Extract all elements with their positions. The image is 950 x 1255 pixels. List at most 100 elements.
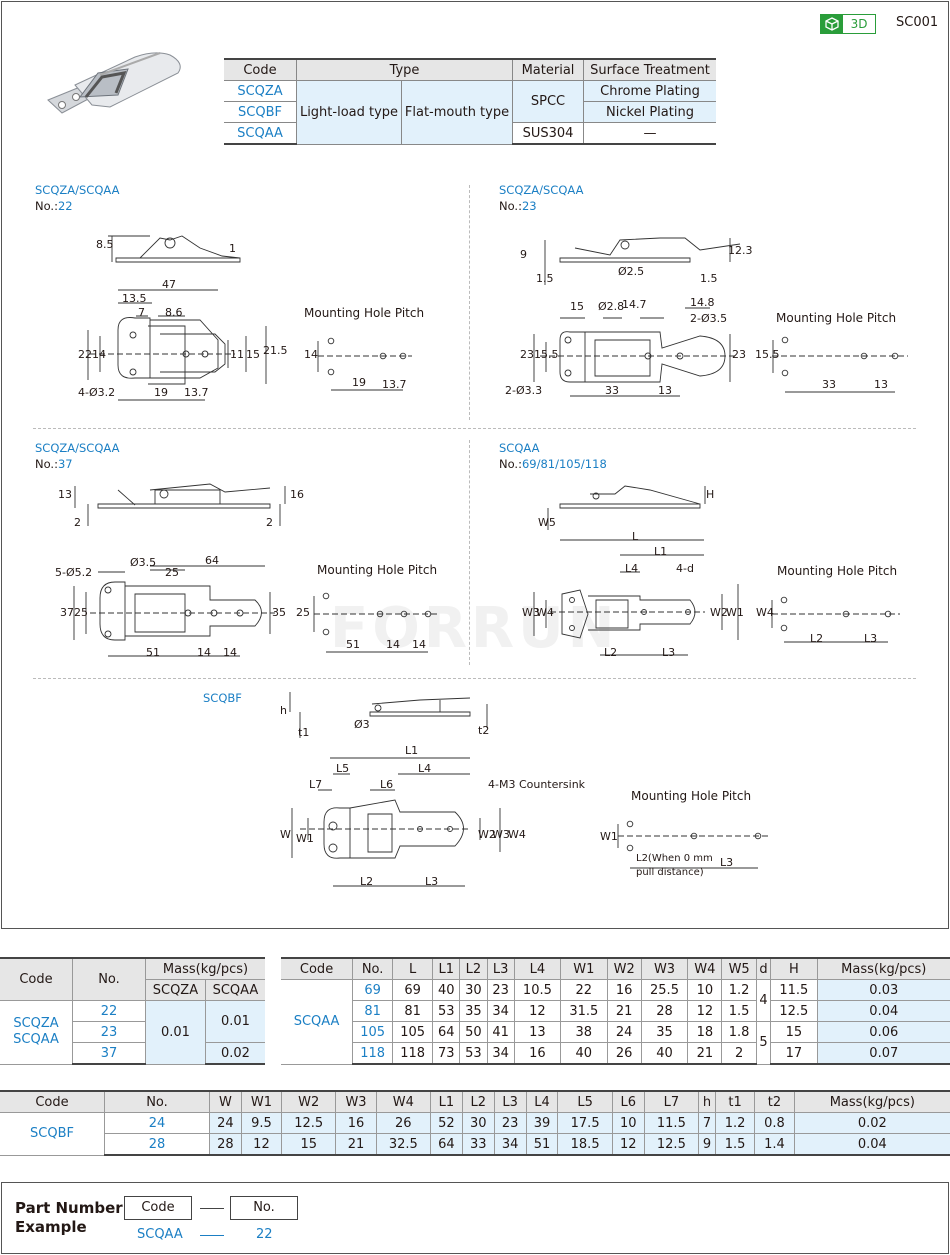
dim-d37-5: Ø3.5 [130,556,157,569]
code-scqaa[interactable]: SCQAA [224,122,297,145]
b-cell: 0.06 [816,1021,950,1043]
c-no-28[interactable]: 28 [104,1133,210,1156]
code-scqza[interactable]: SCQZA [224,80,297,102]
dim-d22-8: 11 [230,348,244,361]
c-cell: 23 [493,1112,527,1134]
b-cell: 34 [486,1042,515,1065]
section-37-label: SCQZA/SCQAA No.:37 [35,440,119,472]
dim-dbf-8: L6 [380,778,394,791]
c-col-16: t2 [754,1090,795,1113]
c-no-24[interactable]: 24 [104,1112,210,1134]
c-col-8: L2 [461,1090,495,1113]
b-col-3: L1 [432,957,461,980]
surface-nickel: Nickel Plating [583,101,716,123]
3d-badge[interactable]: 3D [820,14,876,34]
b-cell: 28 [640,1000,689,1022]
b-cell: 40 [560,1042,608,1065]
dim-d37-1: 2 [74,516,81,529]
c-cell: 39 [525,1112,559,1134]
c-cell: 30 [461,1112,495,1134]
dim-d23-18: 13 [874,378,888,391]
a-col-no: No. [72,957,146,1001]
b-cell: 21 [687,1042,723,1065]
a-col-mass: Mass(kg/pcs) [145,957,265,980]
dim-d22-15: 19 [352,376,366,389]
drawing-69-side [547,485,706,530]
section-69-code: SCQAA [499,441,540,455]
b-no-118[interactable]: 118 [352,1042,394,1065]
dim-dbf-1: t1 [298,726,310,739]
b-cell: 13 [513,1021,562,1043]
dim-d37-10: 35 [272,606,286,619]
dim-dbf-4: L1 [405,744,419,757]
b-cell: 0.03 [816,979,950,1001]
code-scqbf[interactable]: SCQBF [224,101,297,123]
b-no-69[interactable]: 69 [352,979,394,1001]
b-no-105[interactable]: 105 [352,1021,394,1043]
drawing-bf-top [291,757,501,887]
dim-d22-7: 14 [92,348,106,361]
dim-dbf-17: W1 [600,830,618,843]
c-cell: 21 [335,1133,377,1156]
a-mass-zaa-2: 0.02 [204,1042,265,1065]
b-no-81[interactable]: 81 [352,1000,394,1022]
dim-dbf-0: h [280,704,287,717]
drawing-frame [1,1,949,929]
b-col-6: L4 [513,957,562,980]
b-code[interactable]: SCQAA [281,979,354,1065]
dim-d69-10: L2 [604,646,618,659]
a-no-37[interactable]: 37 [72,1042,146,1065]
section-22-no: 22 [57,199,73,213]
c-code[interactable]: SCQBF [0,1112,105,1156]
dim-dbf-15: L2 [360,875,374,888]
section-22-label: SCQZA/SCQAA No.:22 [35,182,119,214]
b-cell: 21 [606,1000,642,1022]
b-cell: 1.2 [721,979,757,1001]
dim-d23-17: 33 [822,378,836,391]
pn-title-2: Example [15,1218,87,1236]
pn-no-value[interactable]: 22 [256,1227,273,1242]
mhp-22: Mounting Hole Pitch [304,306,425,320]
c-cell: 12.5 [281,1112,337,1134]
c-cell: 1.5 [714,1133,756,1156]
b-col-1: No. [352,957,394,980]
c-cell: 33 [461,1133,495,1156]
c-cell: 16 [335,1112,377,1134]
drawing-37-top [73,565,275,657]
a-no-22[interactable]: 22 [72,1000,146,1022]
dim-d22-4: 7 [138,306,145,319]
dim-d23-4: 12.3 [728,244,753,257]
c-cell: 0.04 [793,1133,950,1156]
c-col-2: W [209,1090,242,1113]
no-label: No.: [499,199,522,213]
surface-chrome: Chrome Plating [583,80,716,102]
bf-note-line1: L2(When 0 mm [636,853,713,864]
dim-d23-7: 14.7 [622,298,647,311]
c-cell: 32.5 [375,1133,431,1156]
dim-d22-9: 15 [246,348,260,361]
dim-d69-0: H [706,488,715,501]
c-col-5: W3 [335,1090,377,1113]
mass-table-a: Code No. Mass(kg/pcs) SCQZA SCQAA SCQZA … [0,957,265,1065]
c-cell: 12 [240,1133,283,1156]
dim-d69-1: W5 [538,516,556,529]
b-col-12: d [755,957,772,980]
dim-d23-0: 9 [520,248,527,261]
pn-code-value[interactable]: SCQAA [137,1227,183,1242]
b-cell: 73 [432,1042,461,1065]
b-cell: 105 [392,1021,434,1043]
dim-d23-3: 1.5 [700,272,718,285]
dim-d37-9: 25 [74,606,88,619]
page-id: SC001 [896,15,939,30]
dim-d23-16: 15.5 [755,348,780,361]
dim-d37-7: 25 [165,566,179,579]
a-code[interactable]: SCQZA SCQAA [0,1000,73,1065]
b-cell: 26 [606,1042,642,1065]
dim-d37-8: 37 [60,606,74,619]
a-col-code: Code [0,957,73,1001]
a-no-23[interactable]: 23 [72,1021,146,1043]
divider-v2 [469,440,470,665]
dim-d69-5: 4-d [676,562,694,575]
dim-d23-15: 13 [658,384,672,397]
